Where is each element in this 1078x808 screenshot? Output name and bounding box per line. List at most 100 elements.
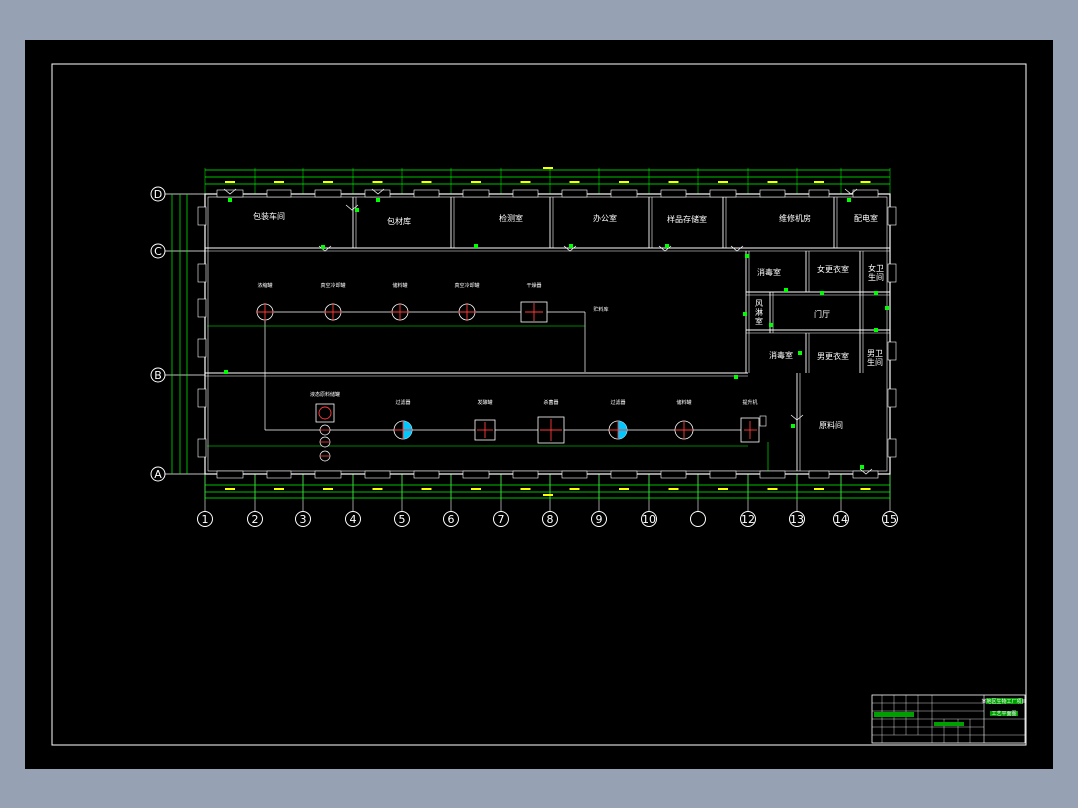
door-marker	[874, 291, 878, 295]
window	[314, 470, 342, 479]
equipment-lower-6-motor	[759, 415, 767, 427]
window	[561, 189, 588, 198]
grid-label-col-7: 7	[498, 513, 505, 526]
window	[610, 189, 638, 198]
door-swing	[790, 414, 804, 421]
window	[808, 189, 830, 198]
dim-text-mark	[619, 488, 629, 490]
grid-bubble-col-14	[833, 511, 849, 527]
window	[462, 470, 490, 479]
title-block-project: 某地区生物工厂项目	[981, 698, 1026, 705]
grid-label-col-3: 3	[300, 513, 307, 526]
window	[197, 438, 207, 458]
window	[266, 189, 292, 198]
equipment-lower-label-4: 过滤器	[610, 399, 625, 406]
grid-bubble-col-13	[789, 511, 805, 527]
grid-label-col-2: 2	[252, 513, 259, 526]
room-label-yangpin_cun_shi: 样品存储室	[667, 214, 707, 224]
outer-wall-inner	[207, 196, 888, 472]
grid-bubble-col-4	[345, 511, 361, 527]
equipment-lower-label-0: 液态原料储罐	[310, 391, 340, 398]
dim-text-mark	[471, 488, 481, 490]
grid-label-col-6: 6	[448, 513, 455, 526]
door-marker	[745, 254, 749, 258]
window	[887, 388, 897, 408]
dim-text-mark	[814, 181, 824, 183]
grid-bubble-col-7	[493, 511, 509, 527]
dim-text-mark	[372, 488, 383, 490]
grid-label-D: D	[154, 188, 162, 201]
grid-bubble-col-9	[591, 511, 607, 527]
dim-text-mark	[225, 181, 235, 183]
inner-border	[51, 63, 1027, 746]
door-marker	[228, 198, 232, 202]
window	[660, 470, 687, 479]
equipment-lower-label-3: 杀菌器	[543, 399, 558, 406]
door-swing	[730, 245, 744, 252]
dim-text-mark	[543, 494, 553, 496]
door-swing	[563, 245, 577, 252]
room-label-nan_weisheng_jian: 生间	[867, 357, 883, 367]
dim-text-mark	[668, 488, 679, 490]
grid-label-col-5: 5	[399, 513, 406, 526]
room-label-feng_lin_shi: 室	[755, 316, 763, 326]
door-marker	[224, 370, 228, 374]
window	[314, 189, 342, 198]
room-label-nan_genyi_shi: 男更衣室	[817, 351, 849, 361]
grid-label-col-1: 1	[202, 513, 209, 526]
dim-text-mark	[323, 488, 333, 490]
dim-text-mark	[372, 181, 383, 183]
window	[610, 470, 638, 479]
dim-text-mark	[274, 488, 284, 490]
window	[660, 189, 687, 198]
equipment-lower-label-2: 发酵罐	[477, 399, 492, 406]
window	[364, 470, 391, 479]
outer-wall	[204, 193, 891, 475]
window	[512, 470, 539, 479]
dim-text-mark	[860, 181, 871, 183]
dim-text-mark	[225, 488, 235, 490]
grid-bubble-col-5	[394, 511, 410, 527]
window	[759, 189, 786, 198]
room-label-weixiu_jifang: 维修机房	[779, 213, 811, 223]
grid-bubble-col-15	[882, 511, 898, 527]
room-label-nv_weisheng_jian: 女卫	[868, 263, 884, 273]
dim-text-mark	[323, 181, 333, 183]
grid-label-col-15: 15	[883, 513, 897, 526]
window	[709, 189, 737, 198]
door-marker	[847, 198, 851, 202]
dim-text-mark	[520, 181, 531, 183]
door-swing	[345, 204, 359, 211]
room-label-jianyan_shi: 检测室	[499, 213, 523, 223]
door-marker	[743, 312, 747, 316]
window	[808, 470, 830, 479]
equipment-upper-label-4: 干燥器	[526, 282, 541, 289]
grid-bubble-col-8	[542, 511, 558, 527]
window	[512, 189, 539, 198]
room-label-peidian_shi: 配电室	[854, 213, 878, 223]
equipment-upper-label-3: 真空冷却罐	[454, 282, 479, 289]
title-block: 某地区生物工厂项目 工艺平面图	[871, 694, 1027, 744]
grid-bubble-col-10	[641, 511, 657, 527]
window	[561, 470, 588, 479]
window	[413, 189, 440, 198]
dim-text-mark	[421, 488, 432, 490]
dim-text-mark	[421, 181, 432, 183]
door-swing	[223, 188, 237, 195]
grid-label-col-13: 13	[790, 513, 804, 526]
room-label-xiaodu_shi_2: 消毒室	[769, 350, 793, 360]
window	[852, 470, 879, 479]
dim-text-mark	[718, 181, 728, 183]
window	[413, 470, 440, 479]
grid-label-C: C	[154, 245, 162, 258]
dim-text-mark	[814, 488, 824, 490]
door-marker	[820, 291, 824, 295]
door-marker	[665, 244, 669, 248]
room-label-men_ting: 门厅	[814, 309, 830, 319]
door-marker	[769, 323, 773, 327]
door-swing	[859, 468, 873, 475]
grid-bubble-col-1	[197, 511, 213, 527]
grid-label-B: B	[154, 369, 162, 382]
dim-text-mark	[668, 181, 679, 183]
